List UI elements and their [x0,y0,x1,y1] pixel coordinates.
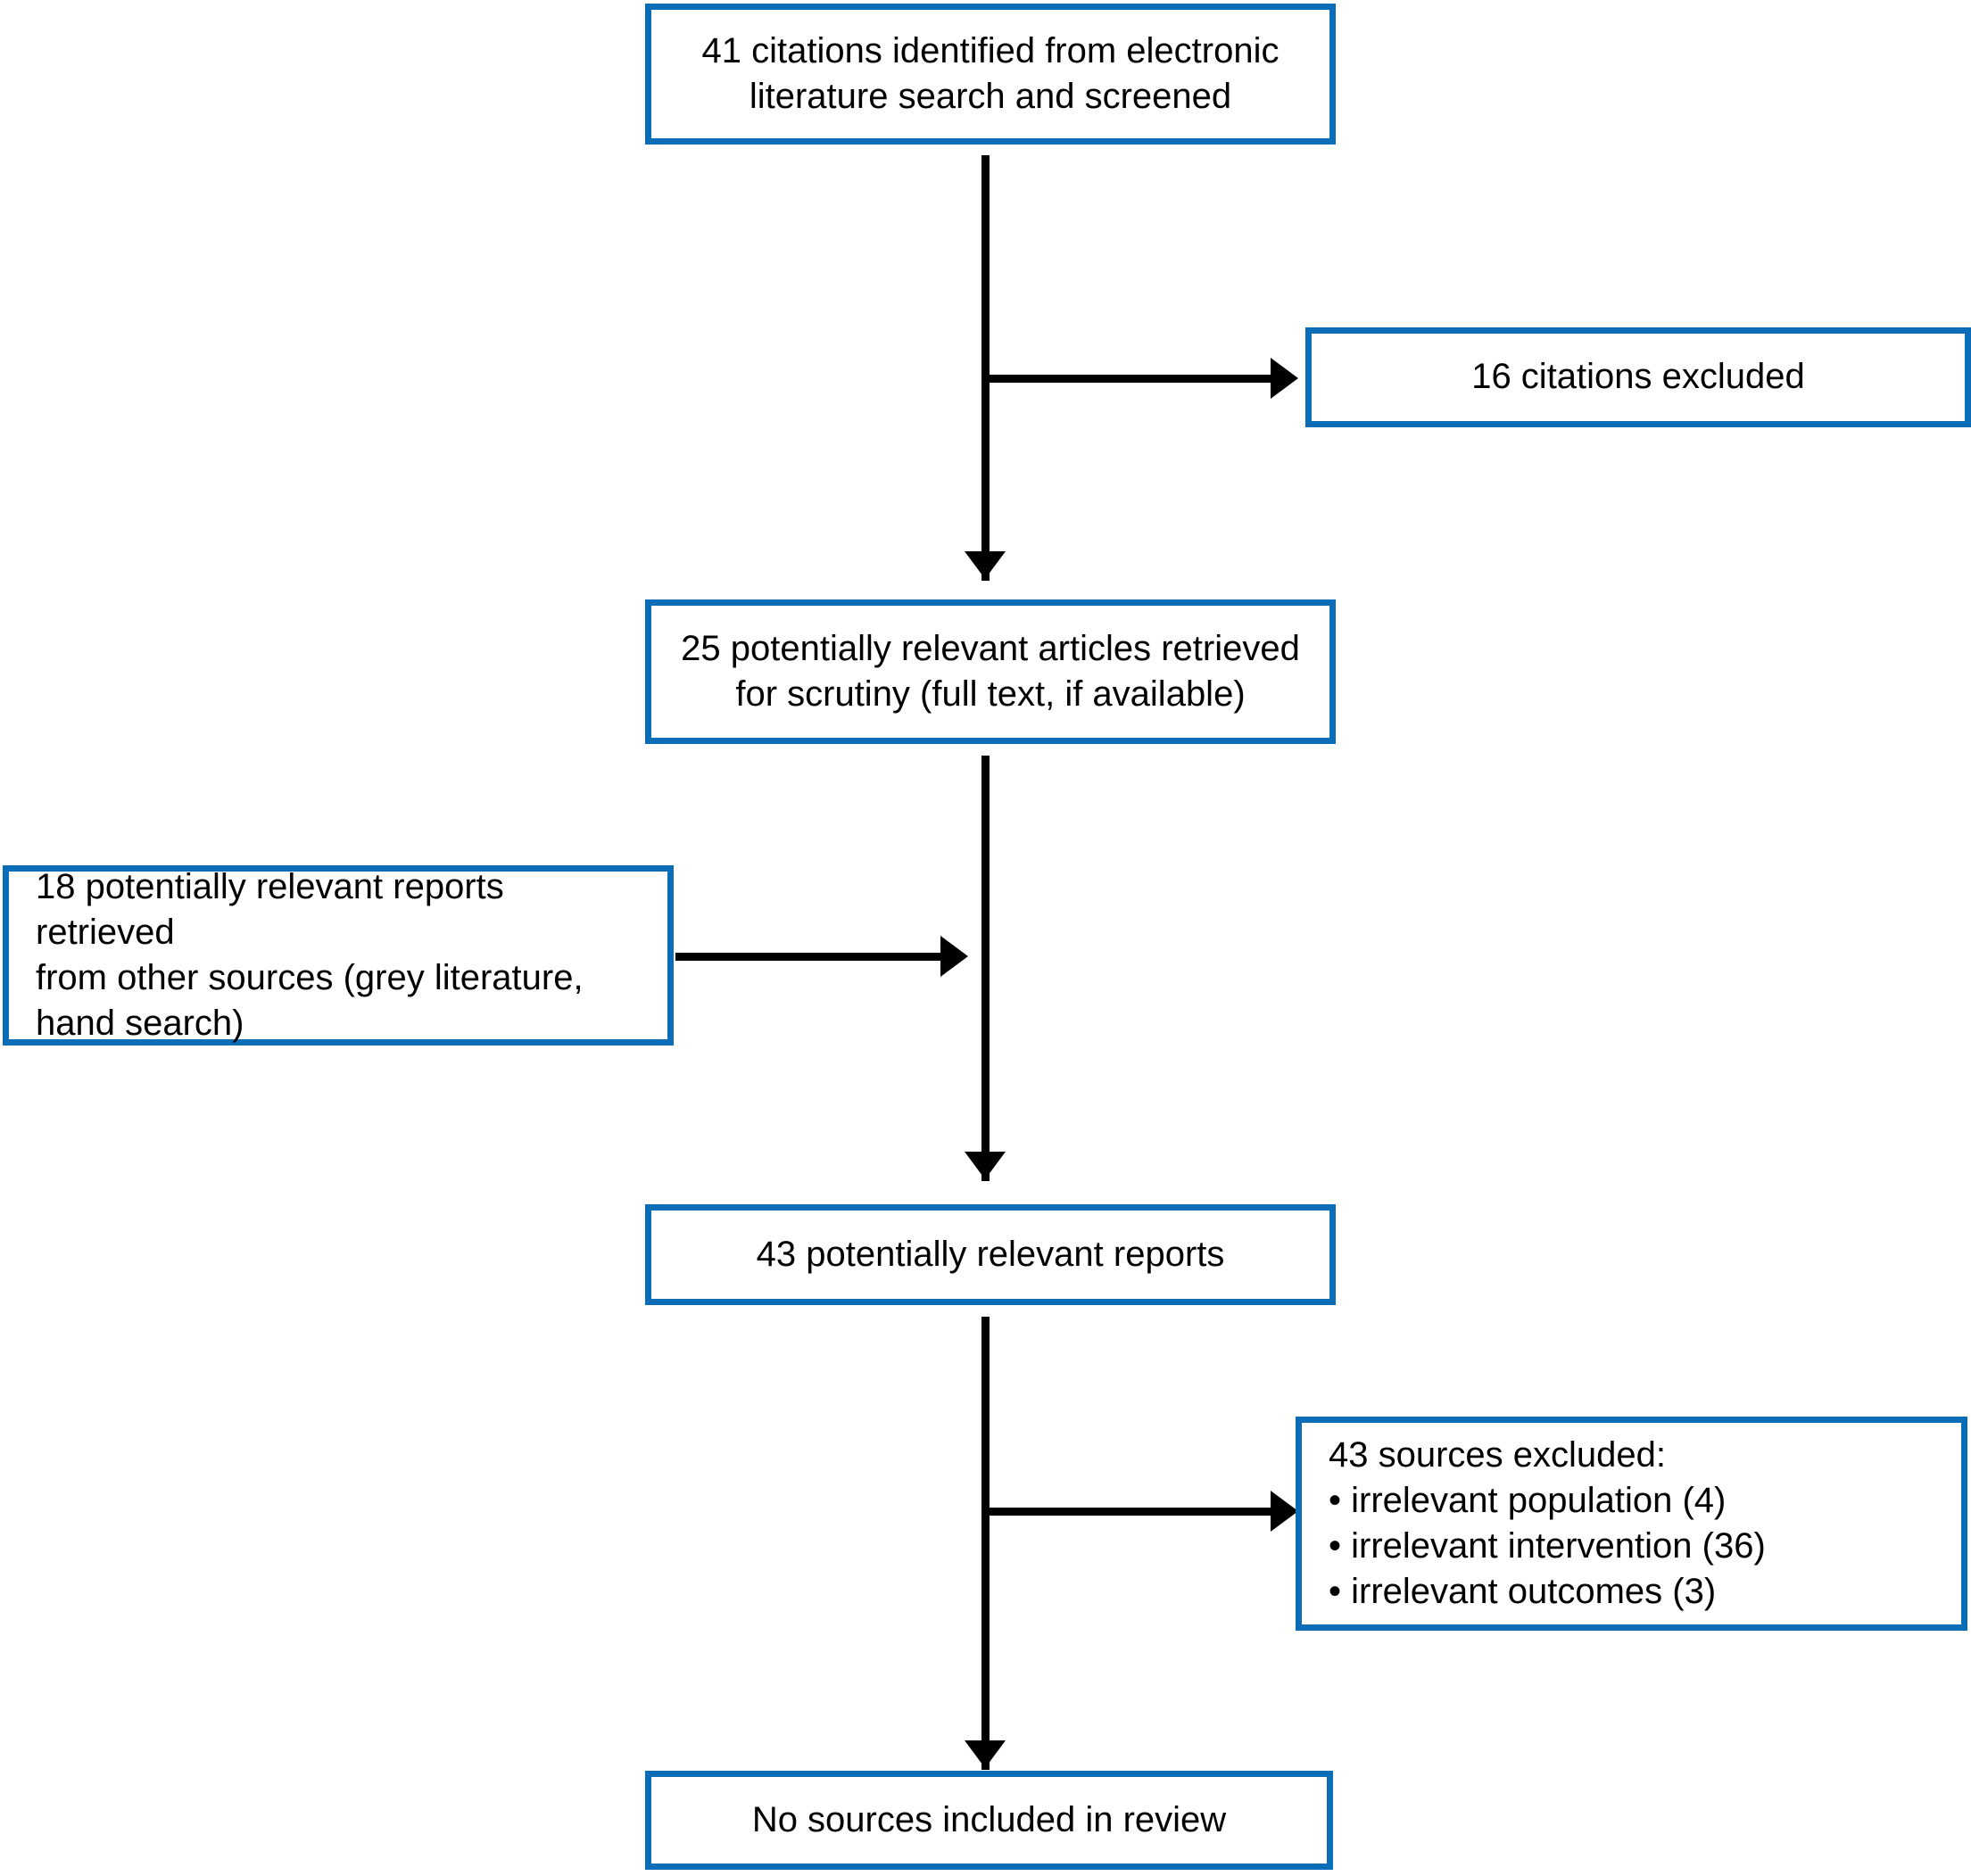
node-relevant-reports: 43 potentially relevant reports [645,1204,1336,1305]
edge-identified-to-retrieved-line [981,155,990,581]
edge-other-sources-to-reports-line [675,953,943,961]
node-sources-excluded-label: 43 sources excluded: • irrelevant popula… [1329,1434,1766,1612]
node-citations-excluded: 16 citations excluded [1305,327,1971,427]
node-sources-excluded: 43 sources excluded: • irrelevant popula… [1296,1417,1967,1631]
node-included-in-review: No sources included in review [645,1771,1333,1870]
node-articles-retrieved-label: 25 potentially relevant articles retriev… [681,628,1300,714]
edge-identified-to-excluded-line [981,375,1292,383]
edge-retrieved-to-reports-arrowhead [965,1152,1006,1179]
edge-reports-to-included-line [981,1317,990,1770]
node-other-sources: 18 potentially relevant reports retrieve… [3,865,674,1045]
node-other-sources-label: 18 potentially relevant reports retrieve… [36,866,584,1044]
node-articles-retrieved: 25 potentially relevant articles retriev… [645,599,1336,744]
edge-reports-to-excluded-arrowhead [1271,1491,1298,1532]
edge-reports-to-excluded-line [981,1508,1292,1516]
node-citations-identified-label: 41 citations identified from electronic … [701,30,1279,116]
edge-other-sources-to-reports-arrowhead [940,936,968,977]
edge-identified-to-excluded-arrowhead [1271,358,1298,399]
node-included-in-review-label: No sources included in review [751,1799,1227,1839]
node-citations-excluded-label: 16 citations excluded [1471,357,1805,397]
edge-retrieved-to-reports-line [981,756,990,1181]
edge-identified-to-retrieved-arrowhead [965,551,1006,579]
node-relevant-reports-label: 43 potentially relevant reports [756,1234,1225,1274]
edge-reports-to-included-arrowhead [965,1740,1006,1768]
node-citations-identified: 41 citations identified from electronic … [645,4,1336,145]
